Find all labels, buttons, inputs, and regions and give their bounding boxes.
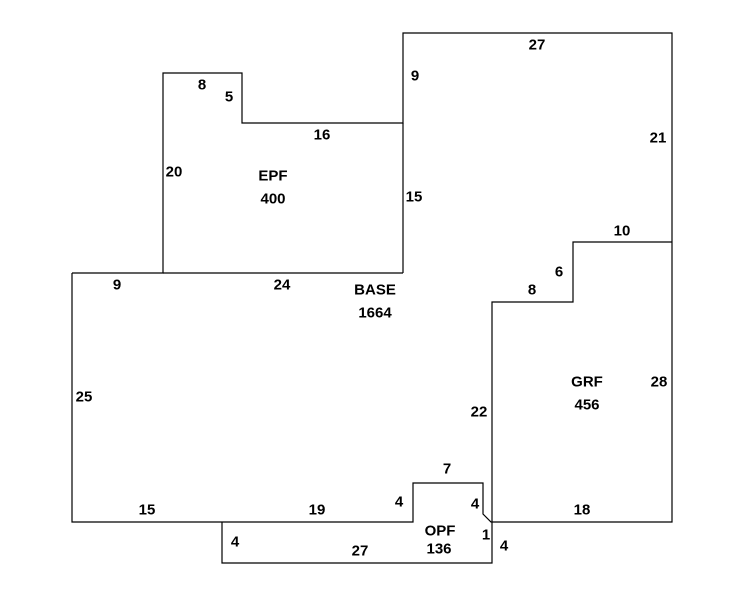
dim-label: 27 xyxy=(351,542,369,560)
dim-label: 25 xyxy=(75,388,93,406)
area-opf-name: OPF xyxy=(424,522,456,540)
dim-label: 9 xyxy=(112,276,122,294)
area-epf-name: EPF xyxy=(258,167,288,185)
dim-label: 6 xyxy=(554,263,564,281)
outline-main xyxy=(71,32,673,523)
dim-label: 20 xyxy=(165,163,183,181)
dim-label: 4 xyxy=(470,495,480,513)
dim-label: 4 xyxy=(230,533,240,551)
dim-label: 15 xyxy=(138,501,156,519)
dim-label: 24 xyxy=(273,276,291,294)
area-opf-value: 136 xyxy=(426,540,452,558)
area-base-name: BASE xyxy=(354,281,396,299)
area-grf-name: GRF xyxy=(571,373,603,391)
area-base-value: 1664 xyxy=(358,304,392,322)
outline-opf xyxy=(221,522,493,564)
dim-label: 4 xyxy=(499,537,509,555)
dim-label: 5 xyxy=(224,88,234,106)
dim-label: 22 xyxy=(470,403,488,421)
dim-label: 21 xyxy=(649,129,667,147)
dim-label: 8 xyxy=(197,76,207,94)
dim-label: 8 xyxy=(527,281,537,299)
dim-label: 10 xyxy=(613,222,631,240)
dim-label: 15 xyxy=(405,188,423,206)
area-grf-value: 456 xyxy=(574,396,600,414)
dim-label: 28 xyxy=(650,373,668,391)
dim-label: 1 xyxy=(481,526,491,544)
dim-label: 4 xyxy=(394,493,404,511)
dim-label: 9 xyxy=(410,67,420,85)
dim-label: 18 xyxy=(573,501,591,519)
wall-grf-boundary xyxy=(491,241,672,522)
dim-label: 16 xyxy=(313,126,331,144)
area-epf-value: 400 xyxy=(260,190,286,208)
dim-label: 19 xyxy=(308,501,326,519)
dim-label: 27 xyxy=(528,36,546,54)
dim-label: 7 xyxy=(442,460,452,478)
